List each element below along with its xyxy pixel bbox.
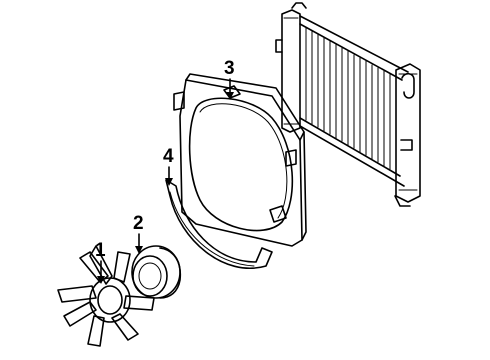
callout-4-label: 4 (163, 146, 174, 167)
callout-2-label: 2 (133, 213, 144, 234)
fan-clutch (131, 245, 182, 299)
callout-3: 3 (224, 58, 235, 100)
lower-shroud (165, 179, 273, 269)
callout-1-label: 1 (95, 240, 106, 261)
fan-blade (57, 245, 155, 347)
callout-1: 1 (95, 240, 106, 284)
callout-4: 4 (163, 146, 174, 186)
callout-3-label: 3 (224, 58, 235, 79)
callout-2: 2 (133, 213, 144, 254)
fan-shroud (173, 73, 307, 247)
radiator (275, 2, 421, 207)
